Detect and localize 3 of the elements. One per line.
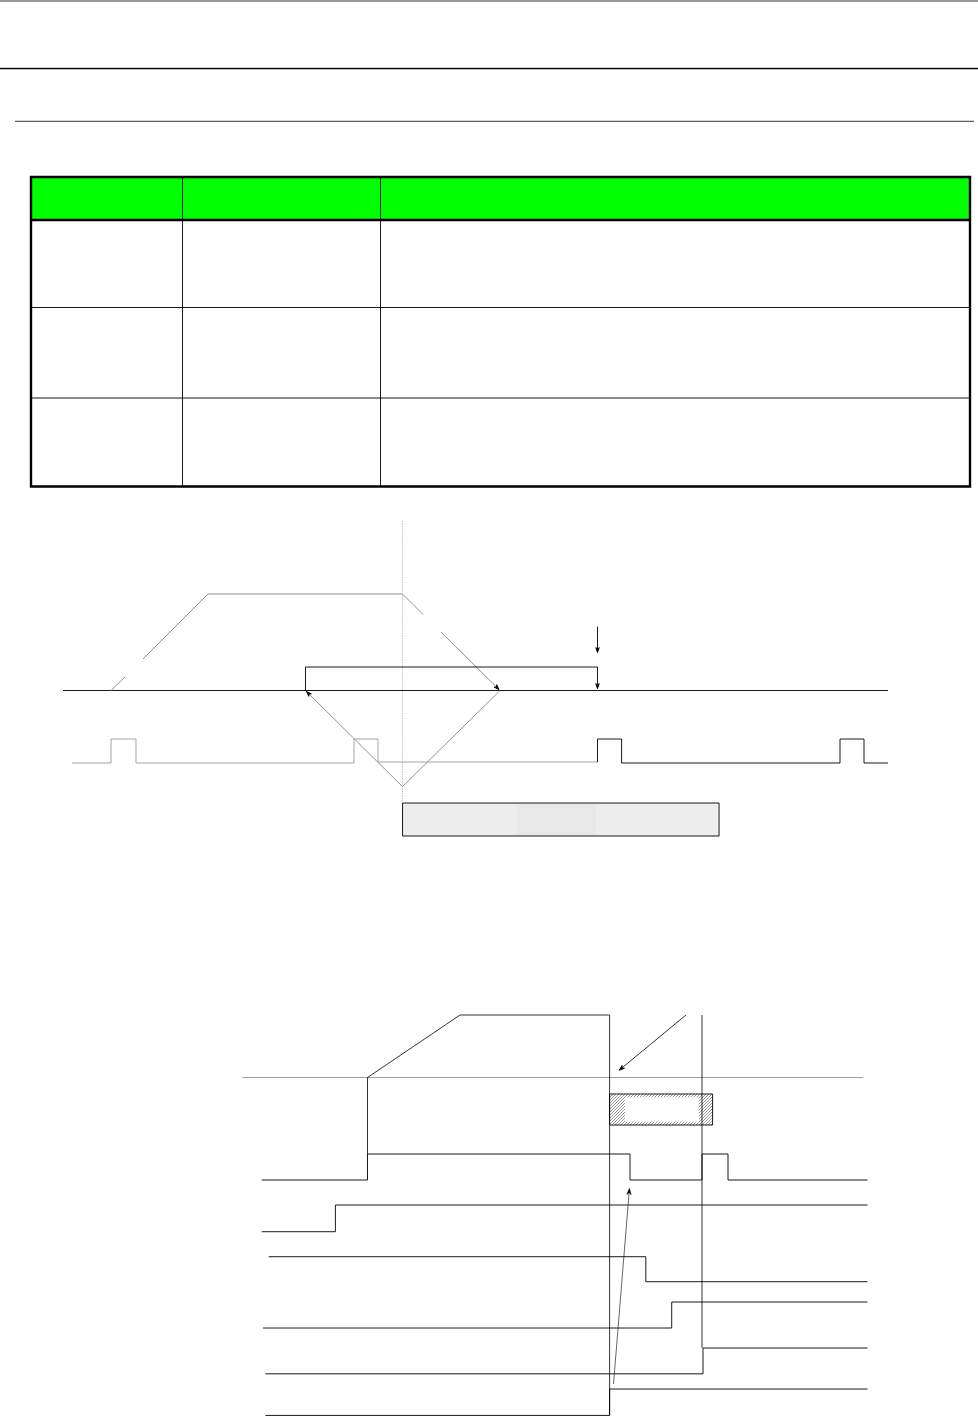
leader-arrow xyxy=(618,1014,687,1071)
hatched-box xyxy=(609,1093,714,1126)
shaded-bar xyxy=(402,802,720,837)
